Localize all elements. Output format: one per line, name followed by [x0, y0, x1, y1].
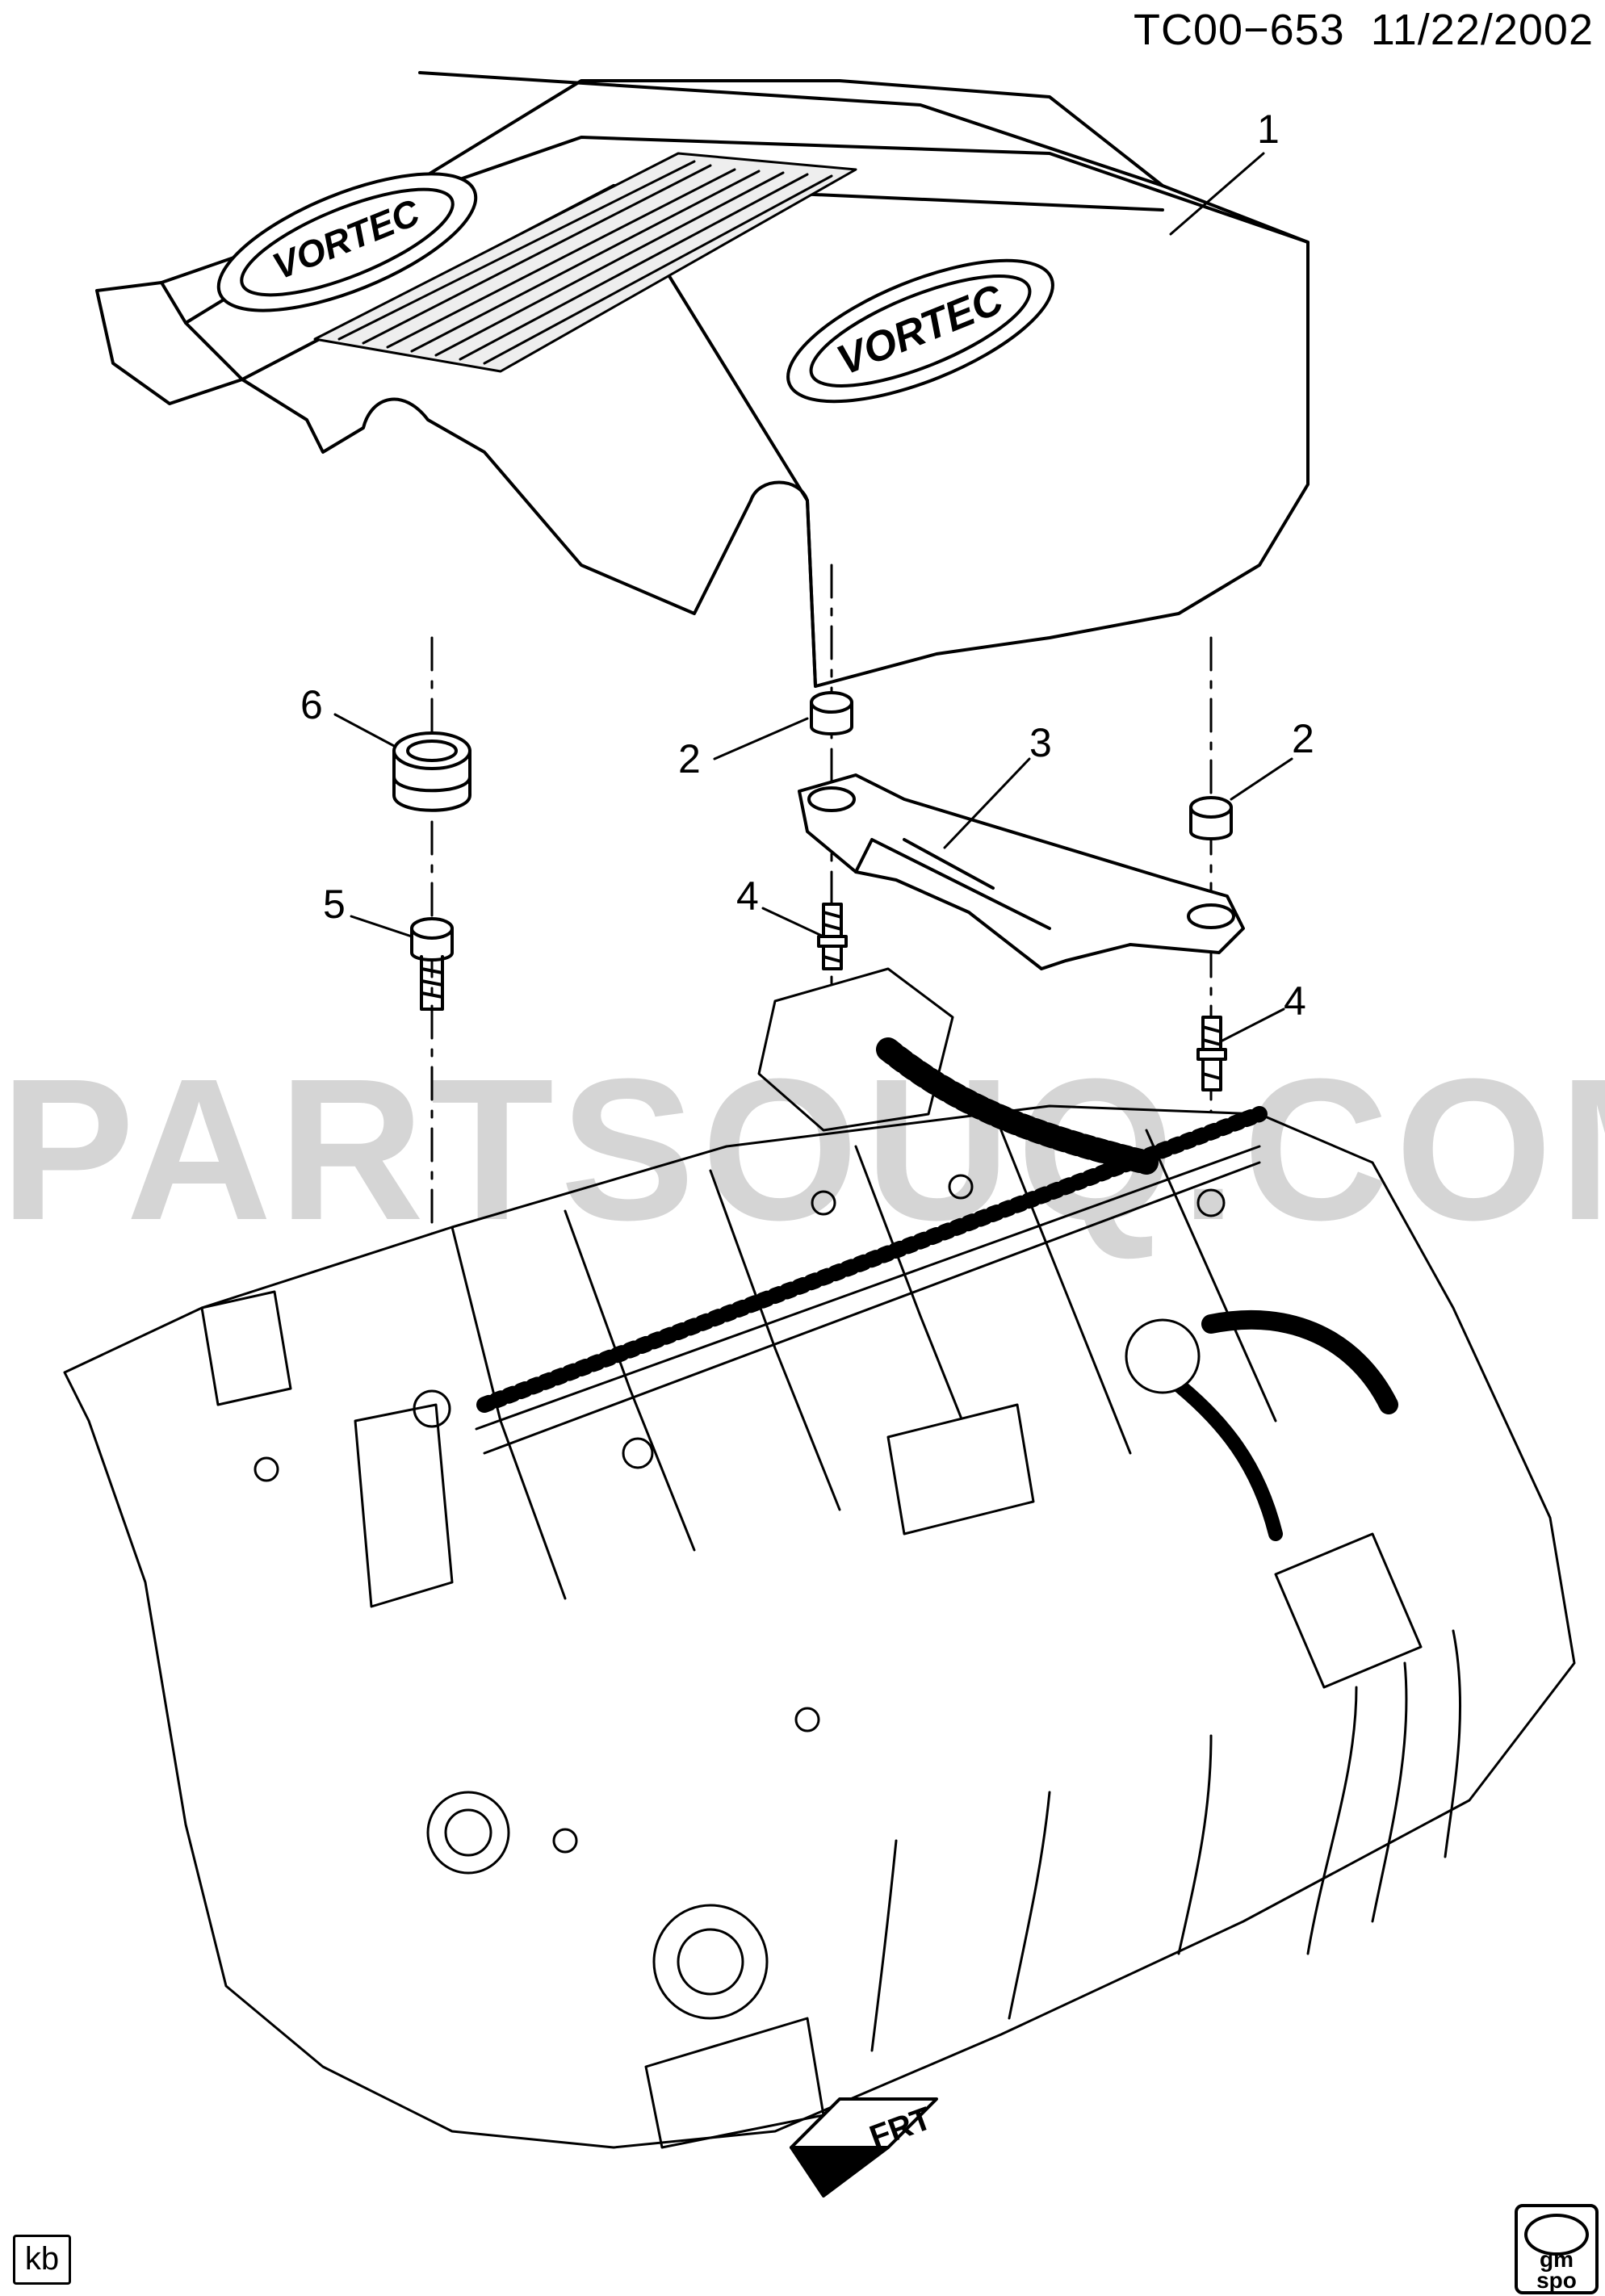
logo-oval	[1524, 2214, 1589, 2256]
cover-bracket[interactable]	[798, 773, 1245, 970]
nut-right[interactable]	[1189, 796, 1233, 840]
callout-1: 1	[1257, 107, 1280, 152]
callout-leaders	[333, 152, 1293, 1043]
cover-ribbing	[313, 152, 857, 373]
nut-left[interactable]	[810, 691, 853, 735]
callout-4-right: 4	[1284, 978, 1306, 1024]
callout-3: 3	[1029, 720, 1052, 765]
logo-line1: gm	[1540, 2247, 1574, 2272]
stud-right[interactable]	[1196, 1016, 1227, 1091]
drawing-id: TC00−653	[1134, 6, 1345, 54]
watermark: PARTSOUQ.COM	[0, 1037, 1605, 1262]
gm-spo-logo: gm spo	[1515, 2204, 1599, 2294]
callout-2-left: 2	[678, 736, 701, 781]
callout-4-left: 4	[736, 874, 759, 919]
callout-5: 5	[323, 882, 346, 927]
engine-assembly	[63, 967, 1576, 2149]
front-direction-arrow: FRT	[790, 2097, 938, 2198]
bolt[interactable]	[410, 917, 454, 1011]
grommet[interactable]	[392, 731, 471, 812]
stud-left[interactable]	[817, 903, 848, 970]
drawing-date: 11/22/2002	[1370, 6, 1594, 54]
author-tag: kb	[13, 2235, 71, 2285]
callout-6: 6	[300, 682, 323, 727]
drawing-header: TC00−653 11/22/2002	[1134, 5, 1594, 55]
logo-line2: spo	[1536, 2268, 1577, 2293]
logo-text: gm spo	[1518, 2247, 1595, 2293]
engine-cover[interactable]: VORTEC VORTEC	[95, 71, 1310, 688]
callout-2-right: 2	[1292, 716, 1314, 761]
